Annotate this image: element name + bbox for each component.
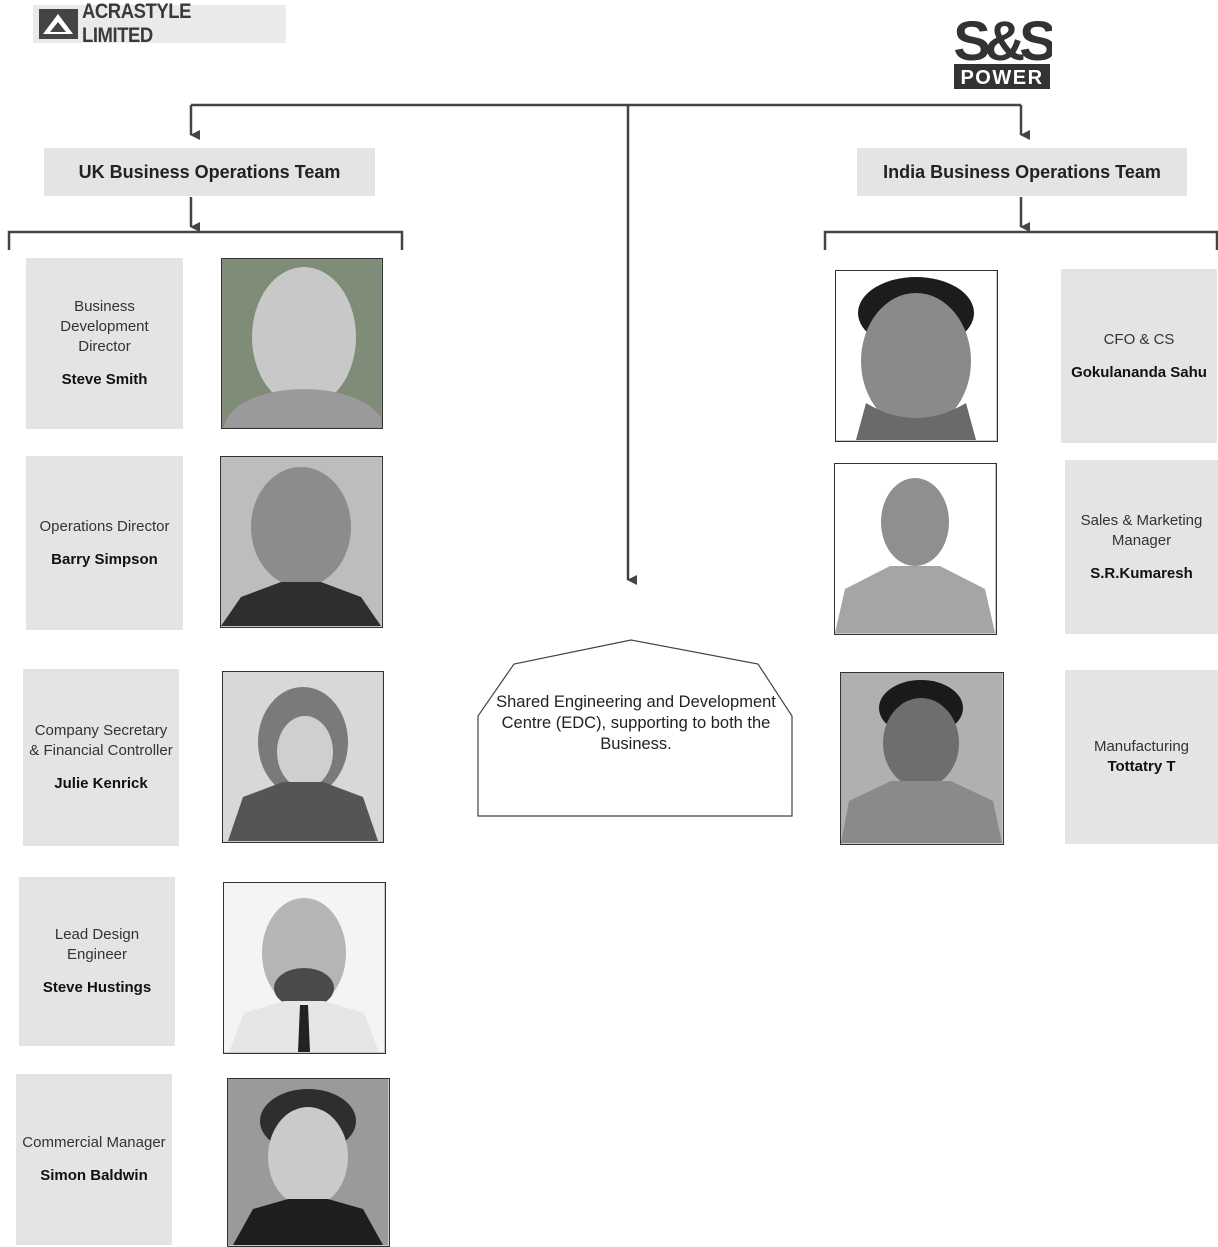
member-role: Business Development Director [60,298,149,355]
member-photo [223,882,386,1054]
uk-member-card: Company Secretary & Financial Controller… [23,669,179,846]
member-photo [834,463,997,635]
uk-member-card: Commercial Manager Simon Baldwin [16,1074,172,1245]
india-team-header: India Business Operations Team [857,148,1187,196]
member-photo [221,258,383,429]
member-photo [220,456,383,628]
acrastyle-logo-text: ACRASTYLE LIMITED [81,0,191,47]
member-role: Lead Design Engineer [54,926,140,963]
member-role: Operations Director [39,517,170,535]
member-name: Tottatry T [1107,758,1176,775]
member-name: Steve Smith [61,371,148,388]
uk-member-card: Operations Director Barry Simpson [26,456,183,630]
member-name: Barry Simpson [51,550,158,568]
edc-house-shape [477,639,793,817]
member-name: Julie Kenrick [54,775,148,792]
acrastyle-logo: ACRASTYLE LIMITED [33,0,286,47]
india-member-card: CFO & CS Gokulananda Sahu [1061,269,1217,443]
member-role: Company Secretary & Financial Controller [29,722,173,759]
member-photo [835,270,998,442]
member-role: Commercial Manager [22,1134,166,1151]
member-name: Gokulananda Sahu [1071,363,1207,381]
uk-member-card: Business Development Director Steve Smit… [26,258,183,429]
edc-description: Shared Engineering and Development Centr… [496,693,776,753]
member-role: Sales & Marketing Manager [1080,511,1203,549]
india-member-card: Sales & Marketing Manager S.R.Kumaresh [1065,460,1218,634]
triangle-logo-icon [39,9,78,39]
member-photo [840,672,1004,845]
member-role: CFO & CS [1103,330,1175,348]
member-role: Manufacturing [1093,738,1190,755]
member-photo [227,1078,390,1247]
ss-logo-initials: S&S [953,9,1052,72]
ss-power-logo: S&S POWER [952,4,1061,90]
member-name: S.R.Kumaresh [1090,564,1193,582]
member-photo [222,671,384,843]
ss-logo-word: POWER [960,67,1043,89]
uk-member-card: Lead Design Engineer Steve Hustings [19,877,175,1046]
member-name: Simon Baldwin [40,1167,148,1184]
member-name: Steve Hustings [42,979,152,996]
india-member-card: Manufacturing Tottatry T [1065,670,1218,844]
uk-team-header: UK Business Operations Team [44,148,375,196]
